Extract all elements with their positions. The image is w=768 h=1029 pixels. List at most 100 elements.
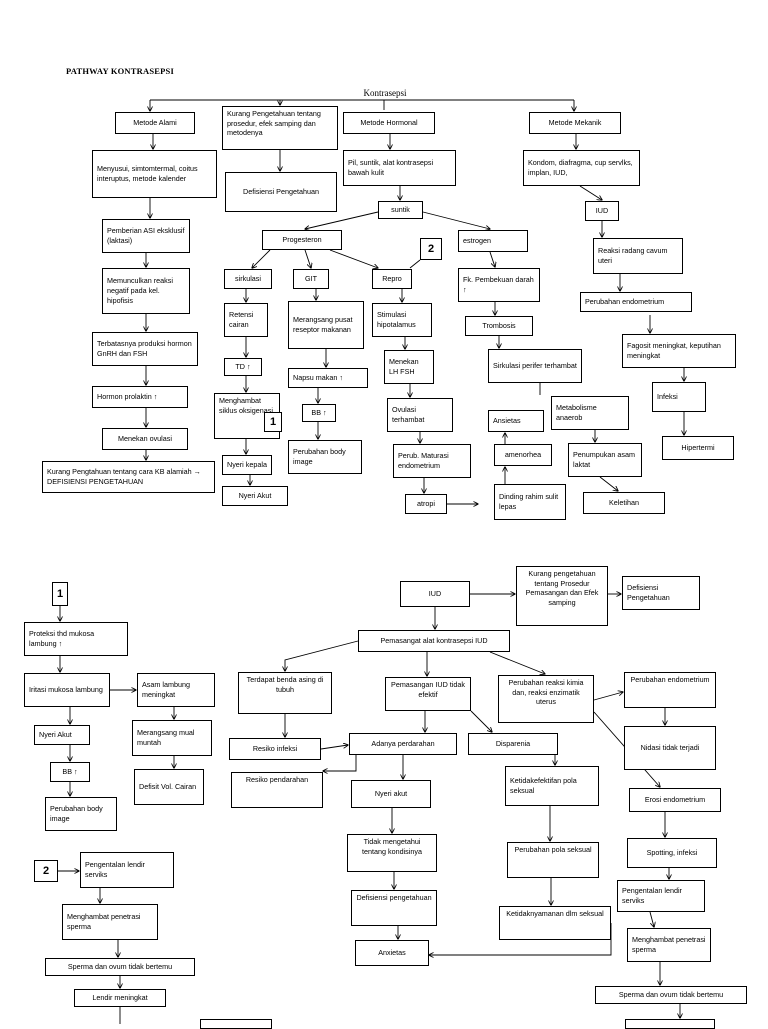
node-amenorhea: amenorhea — [494, 444, 552, 466]
node-ansietas: Ansietas — [488, 410, 544, 432]
connector-arrow-44 — [599, 476, 618, 491]
node-estrogen: estrogen — [458, 230, 528, 252]
connector-arrow-69 — [489, 651, 545, 674]
node-menekan-lh-fsh: Menekan LH FSH — [384, 350, 434, 384]
node-defisit-volume: Defisit Vol. Cairan — [134, 769, 204, 805]
node-sirkulasi-perifer: Sirkulasi perifer terhambat — [488, 349, 582, 383]
connector-arrow-20 — [329, 249, 378, 268]
node-ketidaknyamanan: Ketidaknyamanan dlm seksual — [499, 906, 611, 940]
connector-arrow-16 — [305, 211, 379, 229]
node-nyeri-akut-bottom: Nyeri Akut — [34, 725, 90, 745]
node-tidak-mengetahui: Tidak mengetahui tentang kondisinya — [347, 834, 437, 872]
node-ketidakefektifan-pola: Ketidakefektifan pola seksual — [505, 766, 599, 806]
node-pemberian-asi: Pemberian ASI eksklusif (laktasi) — [102, 219, 190, 253]
node-spotting-infeksi: Spotting, infeksi — [627, 838, 717, 868]
node-sperma-ovum: Sperma dan ovum tidak bertemu — [45, 958, 195, 976]
node-lendir-meningkat: Lendir meningkat — [74, 989, 166, 1007]
node-perubahan-pola-seksual: Perubahan pola seksual — [507, 842, 599, 878]
node-prolaktin: Hormon prolaktin ↑ — [92, 386, 188, 408]
node-kondom: Kondom, diafragma, cup servlks, implan, … — [523, 150, 640, 186]
node-cutoff-box-right — [625, 1019, 715, 1029]
node-perubahan-body-bottom: Perubahan body image — [45, 797, 117, 831]
node-pengentalan-lendir-2: Pengentalan lendir serviks — [617, 880, 705, 912]
node-menghambat-penetrasi-2: Menghambat penetrasi sperma — [627, 928, 711, 962]
connector-arrow-22 — [489, 251, 495, 267]
node-defisiensi-pengetahuan: Defisiensi Pengetahuan — [225, 172, 337, 212]
node-nyeri-akut-iud: Nyeri akut — [351, 780, 431, 808]
node-adanya-perdarahan: Adanya perdarahan — [349, 733, 457, 755]
node-fk-pembekuan: Fk. Pembekuan darah ↑ — [458, 268, 540, 302]
node-badge-2: 2 — [420, 238, 442, 260]
node-defisiensi-pengetahuan-iud: Defisiensi Pengetahuan — [622, 576, 700, 610]
node-memunculkan: Memunculkan reaksi negatif pada kel. hip… — [102, 268, 190, 314]
node-penumpukan-asam: Penumpukan asam laktat — [568, 443, 642, 477]
node-metabolisme: Metabolisme anaerob — [551, 396, 629, 430]
node-progesteron: Progesteron — [262, 230, 342, 250]
node-perub-maturasi: Perub. Maturasi endometrium — [393, 444, 471, 478]
node-merangsang-mual: Merangsang mual muntah — [132, 720, 212, 756]
node-pengentalan-lendir: Pengentalan lendir serviks — [80, 852, 174, 888]
node-fagosit: Fagosit meningkat, keputihan meningkat — [622, 334, 736, 368]
node-perubahan-body-image: Perubahan body image — [288, 440, 362, 474]
node-nyeri-kepala: Nyeri kepala — [222, 455, 272, 475]
node-menghambat-penetrasi: Menghambat penetrasi sperma — [62, 904, 158, 940]
node-erosi-endometrium: Erosi endometrium — [629, 788, 721, 812]
node-iud-bottom: IUD — [400, 581, 470, 607]
node-reaksi-radang: Reaksi radang cavum uteri — [593, 238, 683, 274]
node-cutoff-box — [200, 1019, 272, 1029]
node-badge-2-bottom: 2 — [34, 860, 58, 882]
connector-arrow-74 — [470, 710, 492, 732]
node-perubahan-reaksi: Perubahan reaksi kimia dan, reaksi enzim… — [498, 675, 594, 723]
node-nidasi: Nidasi tidak terjadi — [624, 726, 716, 770]
node-atropi: atropi — [405, 494, 447, 514]
connector-arrow-72 — [320, 745, 348, 750]
node-merangsang-pusat: Merangsang pusat reseptor makanan — [288, 301, 364, 349]
connector-arrow-67 — [285, 640, 359, 671]
node-pemasangan-iud: Pemasangat alat kontrasepsi IUD — [358, 630, 510, 652]
node-menekan-ovulasi: Menekan ovulasi — [102, 428, 188, 450]
connector-arrow-45 — [579, 185, 602, 200]
node-repro: Repro — [372, 269, 412, 289]
node-ovulasi-terhambat: Ovulasi terhambat — [387, 398, 453, 432]
node-git: GIT — [293, 269, 329, 289]
node-resiko-pendarahan: Resiko pendarahan — [231, 772, 323, 808]
node-metode-alami: Metode Alami — [115, 112, 195, 134]
node-benda-asing: Terdapat benda asing di tubuh — [238, 672, 332, 714]
node-disparenia: Disparenia — [468, 733, 558, 755]
node-alami-items: Menyusui, simtomtermal, coitus interuptu… — [92, 150, 217, 198]
node-kurang-kb: Kurang Pengtahuan tentang cara KB alamia… — [42, 461, 215, 493]
node-proteksi-lambung: Proteksi thd mukosa lambung ↑ — [24, 622, 128, 656]
node-hipertermi: Hipertermi — [662, 436, 734, 460]
node-trombosis: Trombosis — [465, 316, 533, 336]
node-metode-mekanik: Metode Mekanik — [529, 112, 621, 134]
diagram-title: PATHWAY KONTRASEPSI — [66, 66, 174, 76]
node-sirkulasi: sirkulasi — [224, 269, 272, 289]
node-badge-1: 1 — [264, 412, 282, 432]
node-kurang-pengetahuan-iud: Kurang pengetahuan tentang Prosedur Pema… — [516, 566, 608, 626]
node-terbatasnya: Terbatasnya produksi hormon GnRH dan FSH — [92, 332, 198, 366]
connector-arrow-18 — [252, 249, 271, 268]
node-dinding-rahim: Dinding rahim sulit lepas — [494, 484, 566, 520]
root-label: Kontrasepsi — [363, 88, 407, 98]
connector-arrow-17 — [422, 211, 490, 229]
node-suntik: suntik — [378, 201, 423, 219]
connector-arrow-77 — [323, 755, 357, 771]
node-asam-lambung: Asam lambung meningkat — [137, 673, 215, 707]
node-defisiensi-pengetahuan-2: Defisiensi pengetahuan — [351, 890, 437, 926]
connector-arrow-70 — [593, 692, 623, 701]
node-perubahan-endometrium-bottom: Perubahan endometrium — [624, 672, 716, 708]
node-bb-bottom: BB ↑ — [50, 762, 90, 782]
connector-arrow-19 — [304, 249, 311, 268]
node-badge-1-bottom: 1 — [52, 582, 68, 606]
node-resiko-infeksi: Resiko infeksi — [229, 738, 321, 760]
node-keletihan: Keletihan — [583, 492, 665, 514]
node-kurang-pengetahuan: Kurang Pengetahuan tentang prosedur, efe… — [222, 106, 338, 150]
connector-arrow-21 — [409, 259, 421, 269]
node-iritasi-mukosa: Iritasi mukosa lambung — [24, 673, 110, 707]
connector-arrow-87 — [649, 911, 654, 927]
node-td: TD ↑ — [224, 358, 262, 376]
node-nyeri-akut: Nyeri Akut — [222, 486, 288, 506]
node-perubahan-endometrium: Perubahan endometrium — [580, 292, 692, 312]
node-pemasangan-tidak-efektif: Pemasangan IUD tidak efektif — [385, 677, 471, 711]
